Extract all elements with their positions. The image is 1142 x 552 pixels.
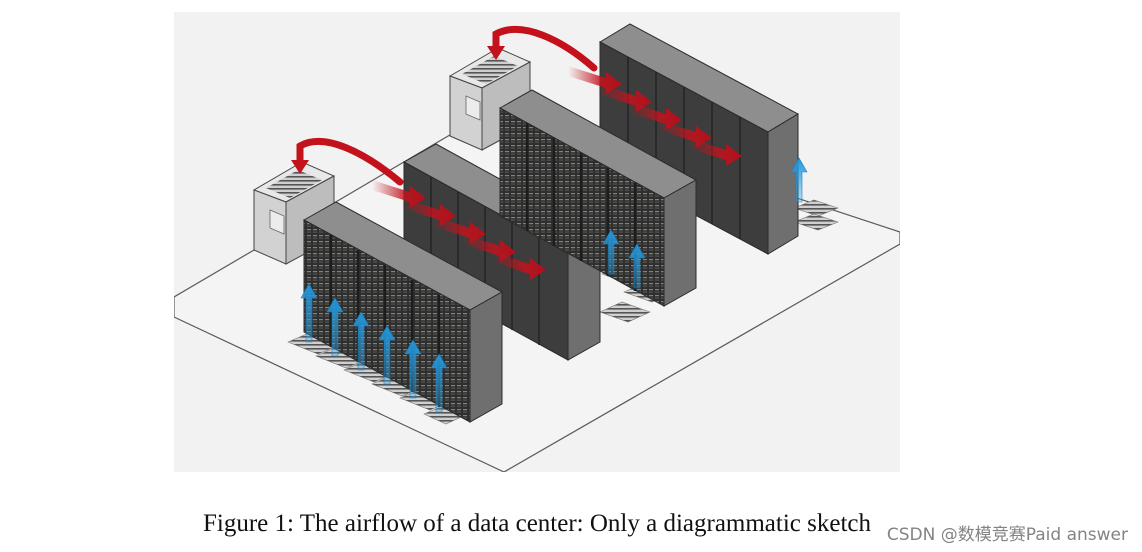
hot-air-arrows-right-aisle — [568, 66, 742, 166]
return-air-arcs — [296, 26, 598, 186]
hot-air-arrow — [628, 102, 682, 130]
return-air-arc-left — [296, 138, 404, 186]
cold-air-arrow — [352, 311, 370, 371]
figure-caption: Figure 1: The airflow of a data center: … — [202, 510, 872, 537]
hot-air-arrow — [402, 198, 456, 226]
hot-air-arrow — [688, 138, 742, 166]
floor-grates-right — [793, 199, 839, 231]
cold-air-arrows — [300, 157, 808, 413]
hot-air-arrow — [432, 216, 486, 244]
hot-air-arrow — [598, 84, 652, 112]
hot-air-arrow — [658, 120, 712, 148]
cold-air-arrow — [430, 353, 448, 413]
cold-air-arrow — [378, 325, 396, 385]
cold-air-arrow — [790, 157, 808, 203]
cold-air-arrow — [602, 229, 620, 275]
hot-air-arrow — [462, 234, 516, 262]
data-center-airflow-figure — [173, 12, 901, 473]
cold-air-arrow — [628, 243, 646, 289]
watermark-text: CSDN @数模竞赛Paid answer — [886, 525, 1128, 545]
cold-air-arrow — [404, 339, 422, 399]
cold-air-arrow — [326, 297, 344, 357]
return-air-arrowhead-left — [291, 160, 309, 174]
return-air-arc-right — [492, 26, 598, 72]
cold-air-arrow — [300, 283, 318, 343]
hot-air-arrows-left-aisle — [372, 180, 546, 280]
airflow-diagram — [173, 12, 901, 473]
hot-air-arrow — [372, 180, 426, 208]
hot-air-arrow — [492, 252, 546, 280]
return-air-arrowheads — [291, 46, 505, 174]
return-air-arrowhead-right — [487, 46, 505, 60]
hot-air-arrow — [568, 66, 622, 94]
